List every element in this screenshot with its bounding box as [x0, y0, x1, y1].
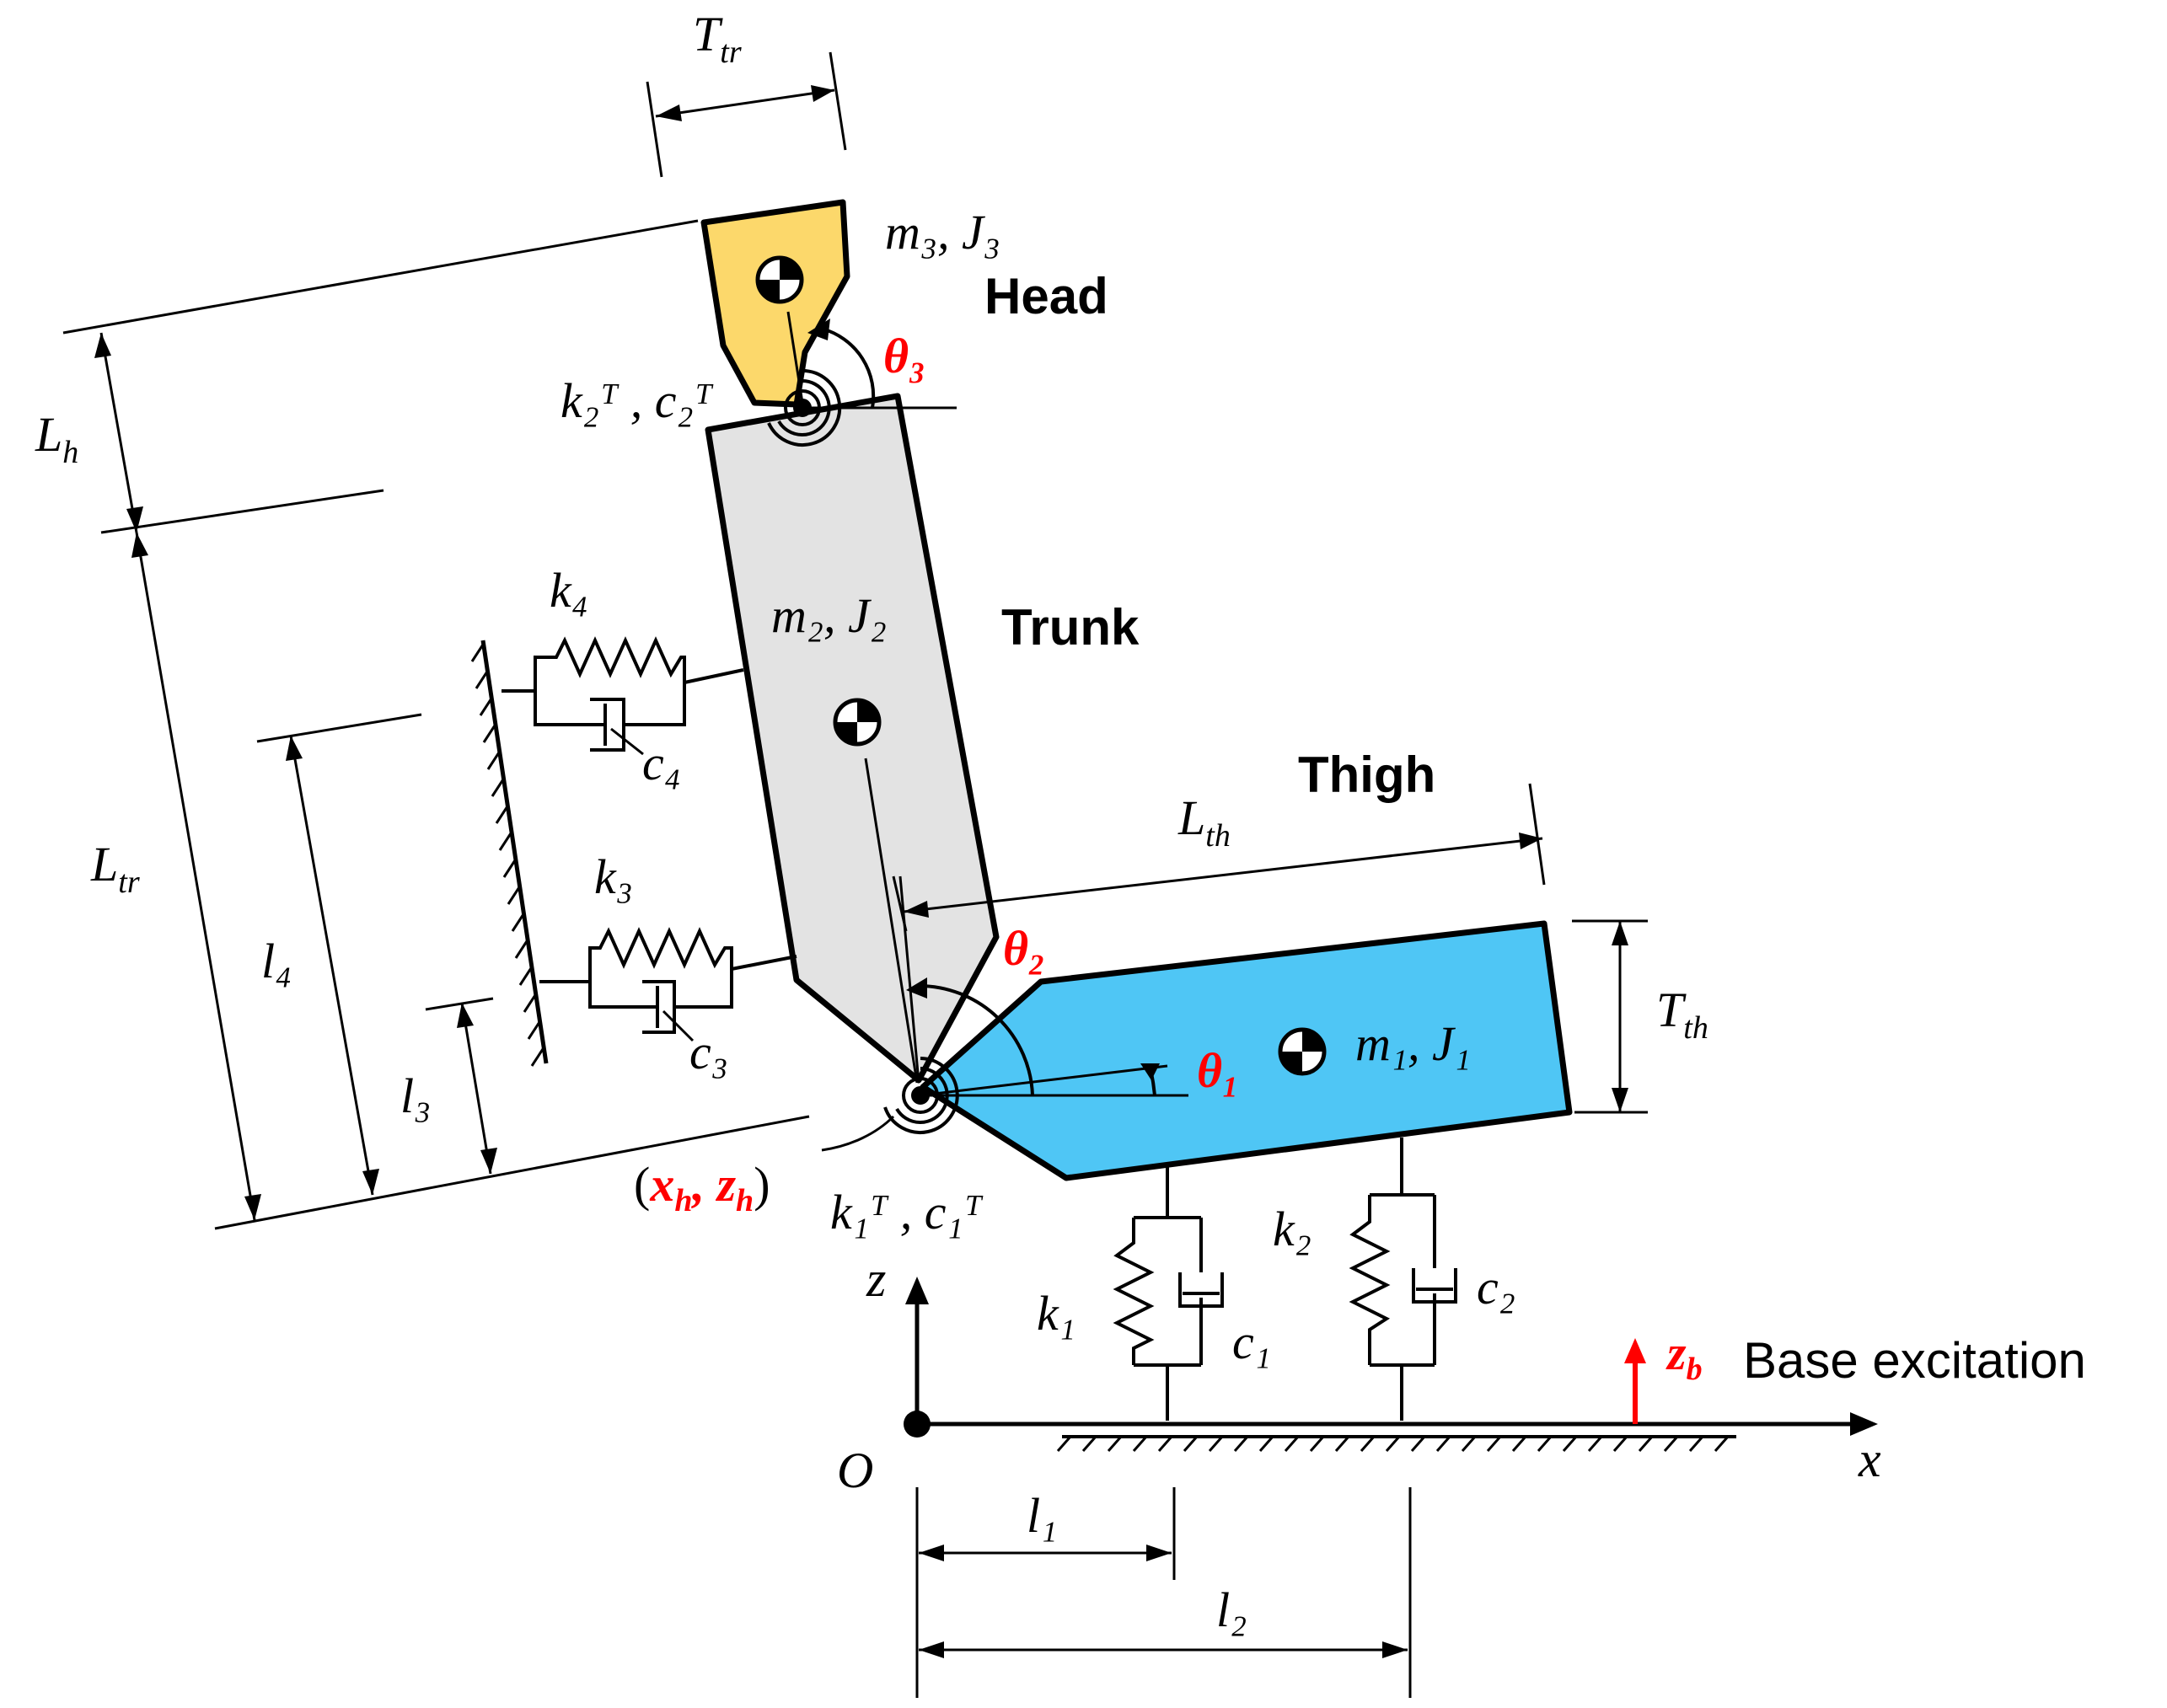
dimension-l1-l2	[915, 1487, 1412, 1698]
l4-arrow-top	[286, 736, 303, 761]
trunk-mass-inertia: m₂, J₂	[771, 588, 887, 643]
k2-label: k₂	[1273, 1202, 1311, 1256]
dimension-L-tr	[135, 532, 256, 1221]
damper-c4-leader	[610, 727, 644, 756]
c4-label: c₄	[642, 736, 681, 790]
l1-label: l₁	[1027, 1488, 1057, 1543]
theta3-arc	[821, 327, 876, 409]
l1-arrow-left	[919, 1545, 944, 1561]
origin-label: O	[837, 1443, 873, 1498]
head-com-icon	[755, 255, 804, 304]
base-excitation-arrowhead	[1624, 1338, 1646, 1363]
theta1-label: θ₁	[1197, 1043, 1239, 1098]
k4-label: k₄	[550, 563, 588, 618]
head-label: Head	[984, 268, 1108, 324]
trunk-centerline	[864, 758, 919, 1084]
dimension-L-th	[892, 783, 1546, 932]
k3-label: k₃	[594, 849, 633, 904]
theta3-label: θ₃	[883, 329, 925, 383]
head-mass-inertia: m₃, J₃	[885, 205, 1000, 260]
l3-extension	[425, 997, 494, 1011]
neck-torsional-spring-icon	[767, 368, 842, 447]
wall	[470, 640, 549, 1067]
hip-torsional-label: k₁ᵀ , c₁ᵀ	[830, 1185, 984, 1240]
head-centerline	[786, 311, 804, 404]
spring-damper-k3-c3	[539, 927, 797, 1034]
L-th-label: Lth	[1177, 790, 1231, 854]
thigh-segment	[920, 920, 1573, 1181]
L-h-arrow-top	[94, 333, 111, 358]
l3-arrow-top	[457, 1003, 474, 1028]
dimension-T-tr	[646, 51, 847, 178]
neck-torsional-label: k₂ᵀ , c₂ᵀ	[561, 373, 714, 428]
z-axis-label: z	[866, 1251, 886, 1307]
hip-extension	[214, 1115, 810, 1230]
c3-label: c₃	[689, 1025, 728, 1079]
z-axis-arrowhead	[905, 1277, 929, 1304]
dimension-l4	[289, 735, 374, 1196]
dimension-L-h	[99, 332, 138, 533]
T-th-arrow-top	[1612, 921, 1628, 945]
T-th-arrow-bottom	[1612, 1088, 1628, 1112]
theta2-arc	[918, 984, 1034, 1096]
l2-label: l₂	[1216, 1582, 1247, 1637]
l4-arrow-bottom	[362, 1169, 379, 1195]
base-excitation-symbol: zb	[1665, 1325, 1703, 1387]
k1-label: k₁	[1037, 1286, 1075, 1341]
l3-arrow-bottom	[480, 1148, 497, 1174]
trunk-com-icon	[833, 698, 882, 747]
ground-hatching	[1056, 1436, 1730, 1452]
x-axis-arrowhead	[1850, 1412, 1878, 1436]
l2-arrow-right	[1382, 1641, 1408, 1658]
l1-arrow-right	[1146, 1545, 1172, 1561]
L-th-arrow-right	[1519, 833, 1542, 849]
c1-label: c₁	[1232, 1314, 1271, 1369]
L-h-label: Lh	[35, 407, 78, 470]
l2-arrow-left	[919, 1641, 944, 1658]
theta3-arrowhead	[807, 319, 830, 340]
theta1-arrowhead	[1140, 1063, 1160, 1080]
c2-label: c₂	[1477, 1260, 1515, 1314]
trunk-label: Trunk	[1001, 599, 1140, 656]
l4-extension	[256, 713, 422, 743]
origin-dot	[904, 1411, 931, 1438]
L-tr-arrow-bottom	[244, 1194, 261, 1220]
damper-c3-leader	[662, 1009, 695, 1042]
x-axis-label: x	[1858, 1432, 1881, 1487]
L-th-arrow-left	[904, 901, 929, 918]
spring-damper-k4-c4	[502, 636, 744, 752]
L-tr-label: Ltr	[90, 837, 140, 900]
theta2-arrowhead	[906, 977, 927, 999]
T-tr-arrow-right	[811, 85, 834, 102]
hip-coordinates-label: (xh, zh)	[634, 1157, 770, 1218]
l4-label: l₄	[261, 934, 292, 988]
T-tr-arrow-left	[656, 104, 682, 121]
L-tr-arrow-top	[131, 533, 148, 558]
spring-damper-k2-c2	[1349, 1138, 1457, 1421]
hip-torsional-spring-icon	[883, 1057, 959, 1134]
hip-label-leader	[821, 1115, 895, 1152]
spring-damper-k1-c1	[1113, 1167, 1224, 1421]
thigh-com-icon	[1278, 1027, 1327, 1076]
L-h-arrow-bottom	[126, 506, 143, 533]
theta2-label: θ₂	[1003, 921, 1045, 976]
l3-label: l₃	[400, 1068, 431, 1123]
thigh-label: Thigh	[1298, 747, 1435, 803]
T-th-label: Tth	[1656, 983, 1708, 1046]
head-top-extension	[62, 219, 699, 335]
thigh-centerline	[920, 1064, 1168, 1097]
neck-extension	[100, 489, 384, 534]
dimension-T-th	[1572, 919, 1648, 1114]
trunk-reference-line	[898, 875, 920, 1084]
base-excitation-label: Base excitation	[1743, 1332, 2086, 1389]
thigh-mass-inertia: m₁, J₁	[1355, 1016, 1471, 1071]
dimension-l3	[460, 1002, 492, 1175]
T-tr-label: Ttr	[693, 7, 742, 70]
